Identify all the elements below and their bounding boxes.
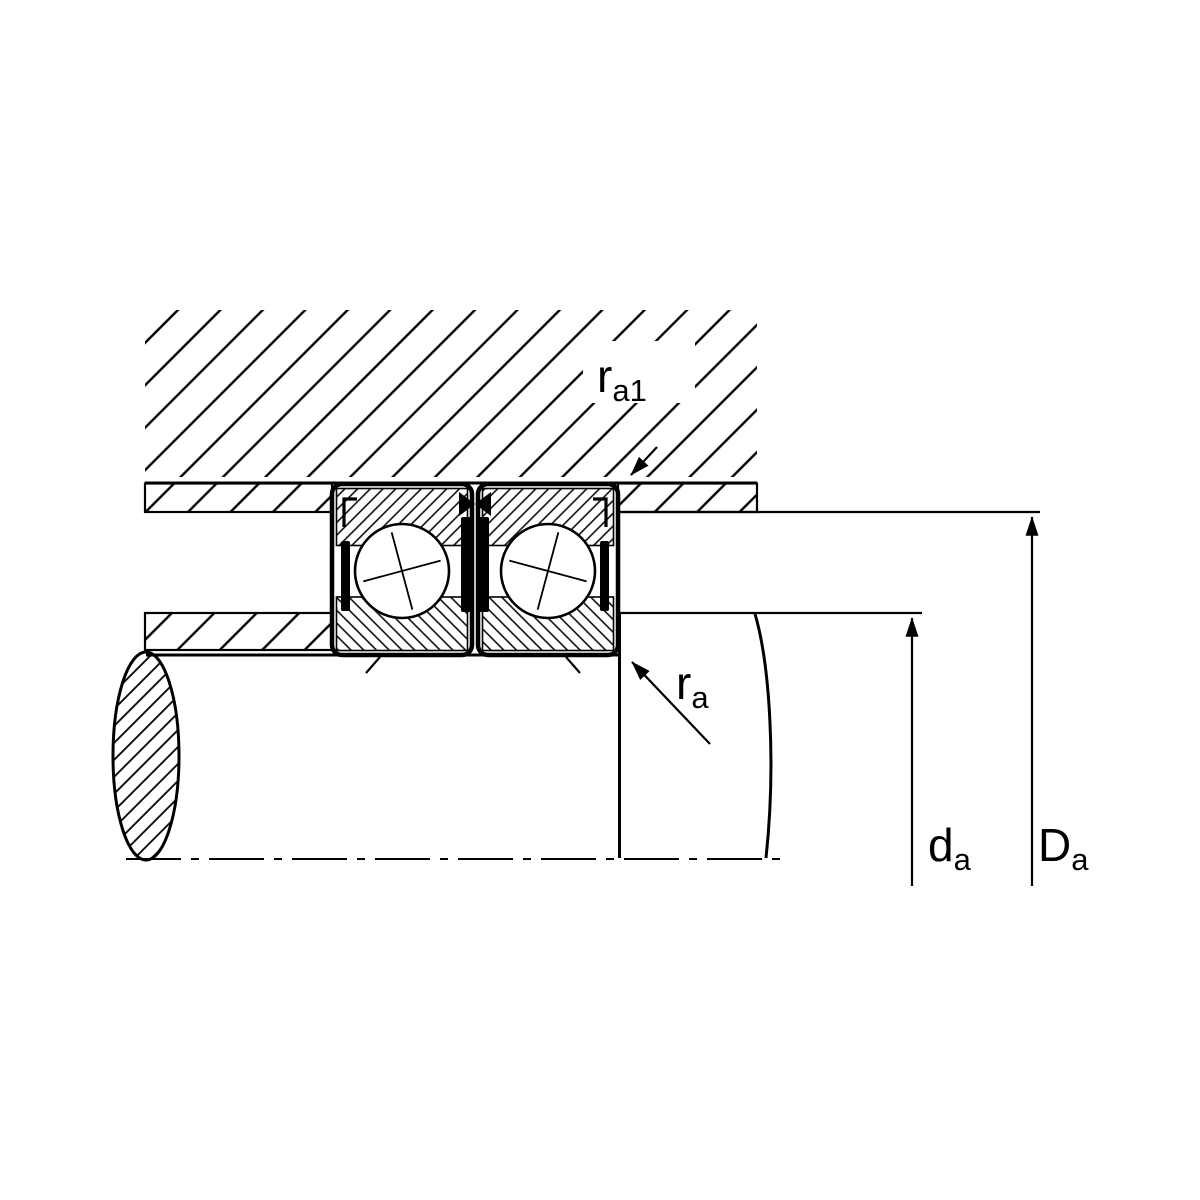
callout-ra: ra (631, 657, 711, 745)
bearing-left (329, 481, 475, 674)
ra-leader-line (631, 661, 711, 745)
housing-shoulder-right (616, 482, 759, 514)
dimension-da: da (618, 611, 972, 886)
seal-right-bar (600, 541, 609, 611)
contact-tick-right (565, 656, 581, 674)
bearing-pair (329, 481, 621, 674)
contact-tick-left (365, 656, 381, 674)
seal-right-hook (593, 497, 608, 527)
shaft-end-section (111, 650, 181, 862)
seal-left-bar (341, 541, 350, 611)
label-da: da (928, 819, 972, 877)
shaft-spacer-left (143, 611, 334, 652)
housing-section (143, 310, 759, 514)
label-ra: ra (676, 657, 709, 715)
seal-left-center-bar (461, 517, 471, 612)
dimension-Da: Da (618, 510, 1089, 886)
ball-left-cross (363, 532, 441, 610)
callout-ra1: ra1 (583, 341, 695, 476)
bearing-right (475, 481, 621, 674)
label-ra1: ra1 (597, 350, 647, 408)
ball-right-cross (509, 532, 587, 610)
housing-shoulder-left (143, 482, 334, 514)
center-spacer-mark (459, 492, 491, 516)
ra1-leader-line (630, 446, 658, 476)
label-ra1-backdrop (583, 341, 695, 403)
label-Da: Da (1038, 819, 1089, 877)
seal-left-hook (342, 497, 357, 527)
shaft-right-edge (753, 613, 773, 859)
seal-right-center-bar (479, 517, 489, 612)
shaft-section (111, 611, 790, 862)
